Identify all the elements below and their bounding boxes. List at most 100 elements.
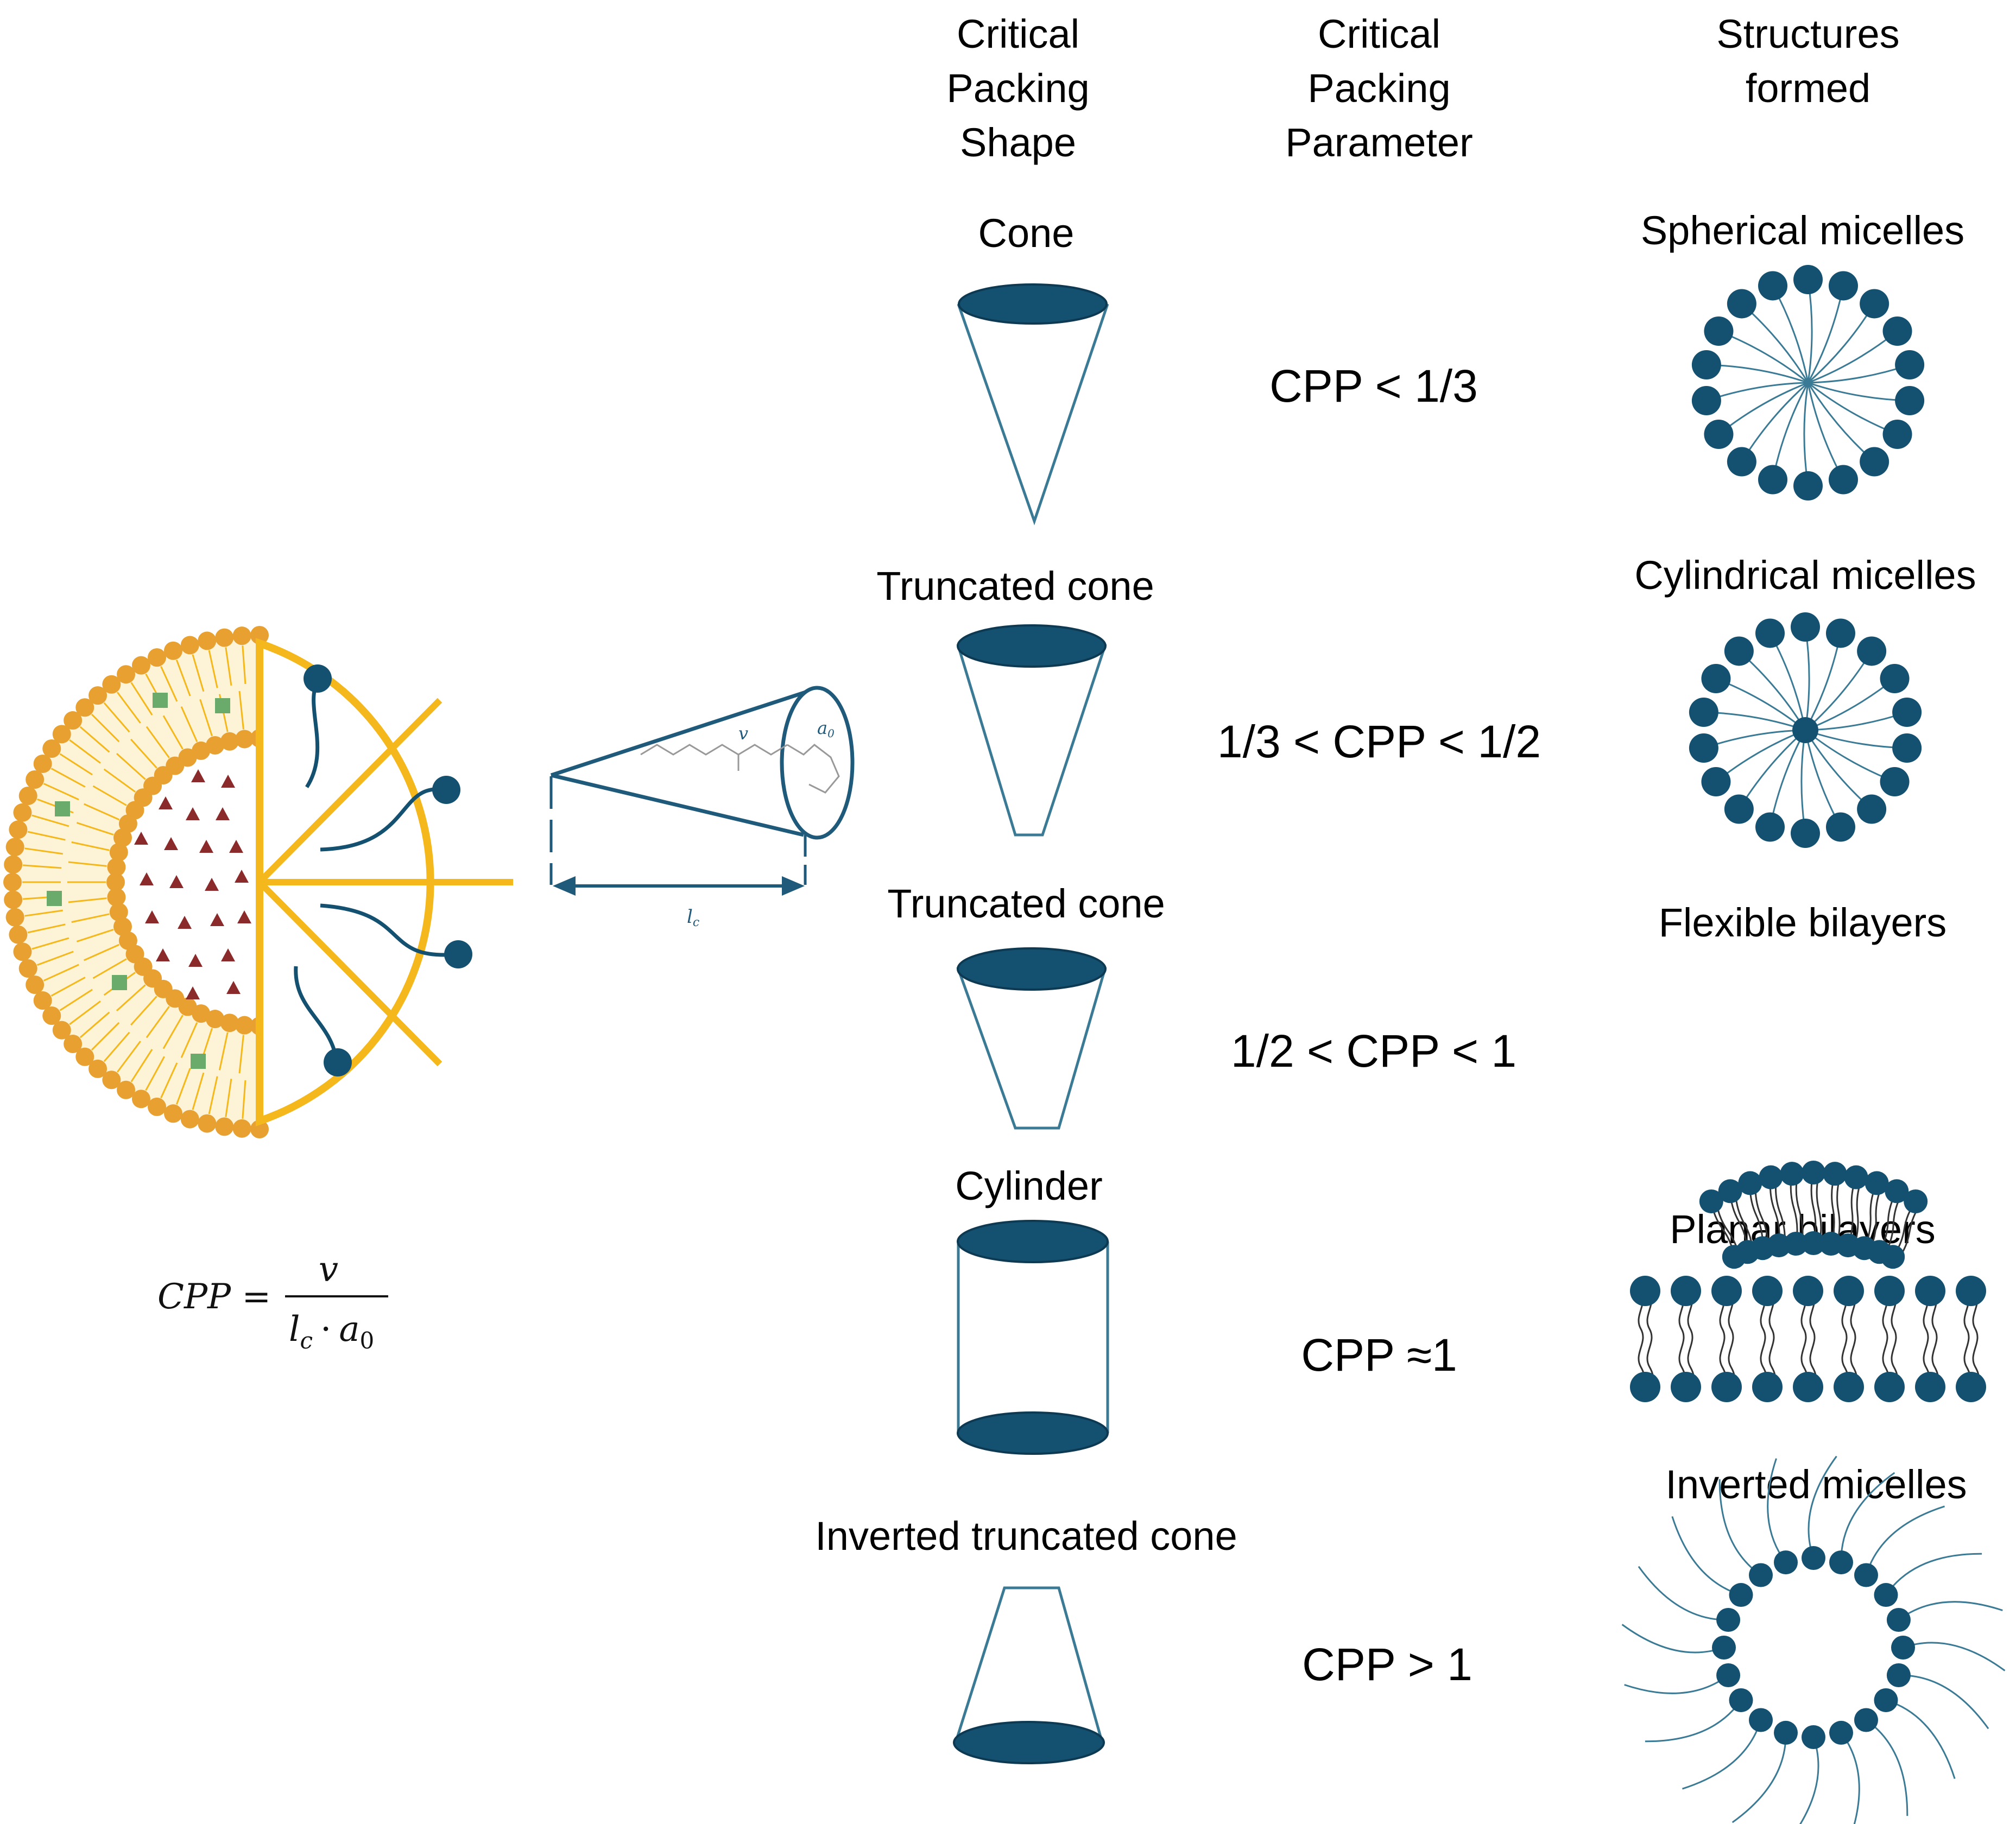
cpp-formula: CPP = v lc·a0	[157, 1250, 388, 1354]
lipid-tail	[37, 951, 74, 966]
lipid-head	[163, 641, 182, 660]
hydrophilic-cargo	[178, 916, 192, 929]
lipid-tail	[91, 1022, 120, 1051]
micelle-head	[1716, 1608, 1741, 1632]
hydrophilic-cargo	[156, 948, 170, 961]
lipid-tail	[225, 647, 232, 686]
micelle-head	[1857, 794, 1887, 824]
micelle-tail	[1865, 1505, 1945, 1575]
micelle-tail	[1805, 729, 1907, 749]
micelle-tail	[1800, 730, 1806, 834]
lipid-head	[64, 711, 83, 730]
hydrophobic-cargo	[191, 1054, 206, 1069]
lipid-tail	[180, 706, 198, 743]
lipid-head	[107, 858, 126, 877]
lipid-head	[206, 1010, 225, 1029]
lipid-tail	[68, 897, 107, 903]
lipid-tail	[79, 726, 110, 753]
lipid-head	[52, 725, 71, 744]
micelle-tail	[1769, 730, 1806, 827]
lipid-tail	[225, 1079, 232, 1117]
lipid-head	[180, 636, 199, 655]
bilayer-head	[1793, 1276, 1823, 1306]
hydrophilic-cargo	[145, 910, 159, 923]
lipid-head	[117, 665, 136, 684]
micelle-tail	[1805, 729, 1895, 783]
micelle-head	[1802, 1725, 1825, 1749]
structure-label-flexible-bilayers: Flexible bilayers	[1659, 900, 1947, 945]
lipid-tail	[43, 783, 79, 801]
surfactant-cone-diagram: v a0 lc	[549, 686, 855, 929]
lipid-head	[5, 838, 24, 857]
lipid-head	[113, 828, 132, 847]
micelle-tail	[1706, 364, 1809, 384]
micelle-tail	[1671, 1516, 1741, 1596]
lipid-tail	[116, 1041, 141, 1073]
micelle-head	[1860, 289, 1889, 319]
lipid-tail	[116, 692, 141, 724]
lipid-head	[102, 1071, 121, 1090]
hydrophobic-cargo	[47, 891, 62, 906]
bilayer-head	[1780, 1162, 1804, 1186]
micelle-tail	[1804, 633, 1842, 731]
lipid-head	[180, 1110, 199, 1129]
bilayer-head	[1793, 1372, 1823, 1402]
cpp-value-row2: 1/3 < CPP < 1/2	[1217, 716, 1541, 767]
lipid-head	[18, 786, 37, 805]
header-parameter-line3: Parameter	[1285, 120, 1472, 165]
hydrophobic-cargo	[153, 693, 168, 708]
inverted-micelle-illustration	[1621, 1455, 2006, 1824]
structure-label-inverted-micelles: Inverted micelles	[1665, 1462, 1967, 1507]
bilayer-head	[1834, 1372, 1864, 1402]
lipid-tail	[218, 1032, 229, 1071]
header-parameter-line1: Critical	[1318, 11, 1440, 56]
lipid-tail	[24, 909, 63, 917]
micelle-head	[1755, 812, 1785, 842]
micelle-head	[1793, 471, 1823, 501]
header-shape-line1: Critical	[957, 11, 1079, 56]
micelle-tail	[1808, 382, 1898, 435]
micelle-tail	[1898, 1601, 2003, 1621]
bilayer-head	[1956, 1372, 1986, 1402]
lipid-head	[198, 631, 217, 650]
micelle-head	[1825, 618, 1855, 648]
micelle-head	[1704, 420, 1734, 449]
hydrophilic-cargo	[221, 948, 235, 961]
hydrophilic-cargo	[237, 910, 251, 923]
micelle-tail	[1804, 730, 1842, 828]
micelle-tail	[1731, 1732, 1787, 1823]
micelle-head	[1886, 1608, 1911, 1632]
header-shape-line3: Shape	[960, 120, 1076, 165]
micelle-head	[1793, 265, 1823, 294]
lipid-head	[131, 1090, 150, 1109]
micelle-head	[1891, 1636, 1915, 1660]
micelle-head	[1727, 447, 1756, 477]
lipid-tail	[242, 1080, 247, 1119]
lipid-tail	[31, 814, 69, 827]
micelle-head	[1829, 1550, 1853, 1575]
lipid-tail	[145, 1056, 165, 1091]
micelle-tail	[1808, 1455, 1837, 1559]
micelle-tail	[1807, 279, 1813, 383]
micelle-tail	[1840, 1732, 1860, 1824]
cone-v-label: v	[738, 723, 748, 744]
lipid-head	[147, 648, 166, 667]
lipid-tail	[130, 1049, 153, 1082]
micelle-tail	[1621, 1624, 1724, 1654]
micelle-tail	[1772, 285, 1809, 383]
lipid-head	[206, 736, 225, 755]
micelle-head	[1825, 812, 1855, 842]
lipid-head	[9, 820, 28, 839]
lipid-tail	[103, 702, 130, 733]
micelle-head	[1860, 447, 1889, 477]
lipid-tail	[180, 1022, 198, 1059]
micelle-head	[1774, 1720, 1798, 1745]
micelle-head	[1701, 664, 1731, 693]
lipid-tail	[175, 1068, 191, 1105]
header-shape-line2: Packing	[946, 66, 1089, 111]
lipid-head	[235, 1016, 254, 1035]
micelle-tail	[1741, 382, 1809, 463]
bilayer-head	[1881, 1245, 1905, 1269]
header-shape: Critical Packing Shape	[946, 11, 1089, 165]
micelle-head	[1712, 1636, 1736, 1660]
